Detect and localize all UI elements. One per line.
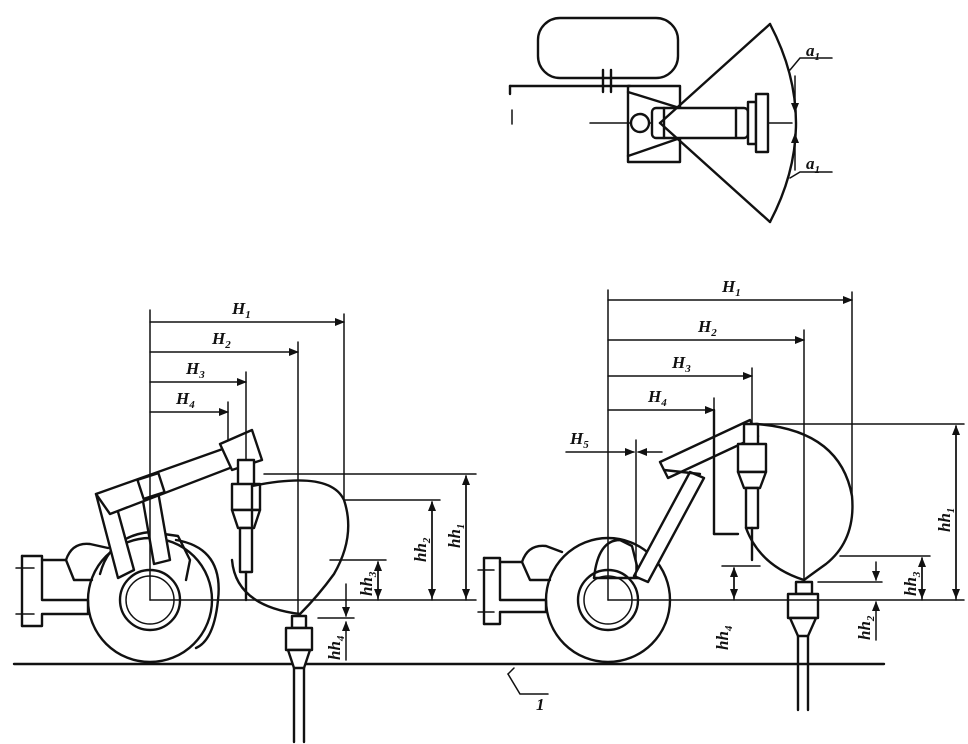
- left-dim-hh1: hh1: [445, 524, 467, 548]
- left-dim-H2: H2: [211, 329, 231, 351]
- left-machine: H1 H2 H3 H4 hh1 hh2 hh3 hh4: [15, 299, 477, 744]
- right-machine: H1 H2 H3 H4 H5 hh1 hh2 hh3 hh4: [477, 277, 965, 712]
- right-dim-H5: H5: [569, 429, 589, 451]
- left-lower-tool: [284, 626, 314, 652]
- angle-label-upper: a1: [806, 41, 820, 63]
- right-dim-H4: H4: [647, 387, 667, 409]
- right-cutter-head: [736, 442, 768, 474]
- ground-callout-label: 1: [536, 695, 545, 714]
- right-boom-lower: [632, 470, 706, 584]
- left-cutter-head: [230, 482, 262, 512]
- left-dim-H3: H3: [185, 359, 205, 381]
- left-dim-hh2: hh2: [411, 537, 433, 562]
- left-sweep-envelope: [250, 479, 350, 616]
- swing-arc: [768, 22, 798, 224]
- right-rear-frame: [482, 556, 548, 626]
- right-sweep-envelope: [754, 422, 854, 582]
- left-dim-hh4: hh4: [325, 635, 347, 660]
- left-rear-frame: [20, 554, 90, 628]
- swing-limit-lower: [658, 121, 772, 224]
- right-dim-hh1: hh1: [935, 508, 957, 532]
- top-view-body: [536, 16, 680, 80]
- right-dim-H3: H3: [671, 353, 691, 375]
- right-dim-hh4: hh4: [713, 625, 735, 650]
- right-dim-hh3: hh3: [901, 571, 923, 596]
- angle-label-lower: a1: [806, 154, 820, 176]
- top-view-head: [754, 92, 770, 154]
- left-dim-H4: H4: [175, 389, 195, 411]
- right-dim-H2: H2: [697, 317, 717, 339]
- top-view-boom: [650, 106, 750, 140]
- right-lower-tool: [786, 592, 820, 620]
- left-dim-hh3: hh3: [357, 571, 379, 596]
- top-view: a1 a1: [508, 16, 833, 224]
- right-dim-H1: H1: [721, 277, 741, 299]
- right-dim-hh2: hh2: [855, 615, 877, 640]
- right-body: [592, 538, 642, 580]
- ground-callout-leader: [507, 673, 549, 695]
- left-dim-H1: H1: [231, 299, 251, 321]
- swing-limit-upper: [658, 22, 772, 125]
